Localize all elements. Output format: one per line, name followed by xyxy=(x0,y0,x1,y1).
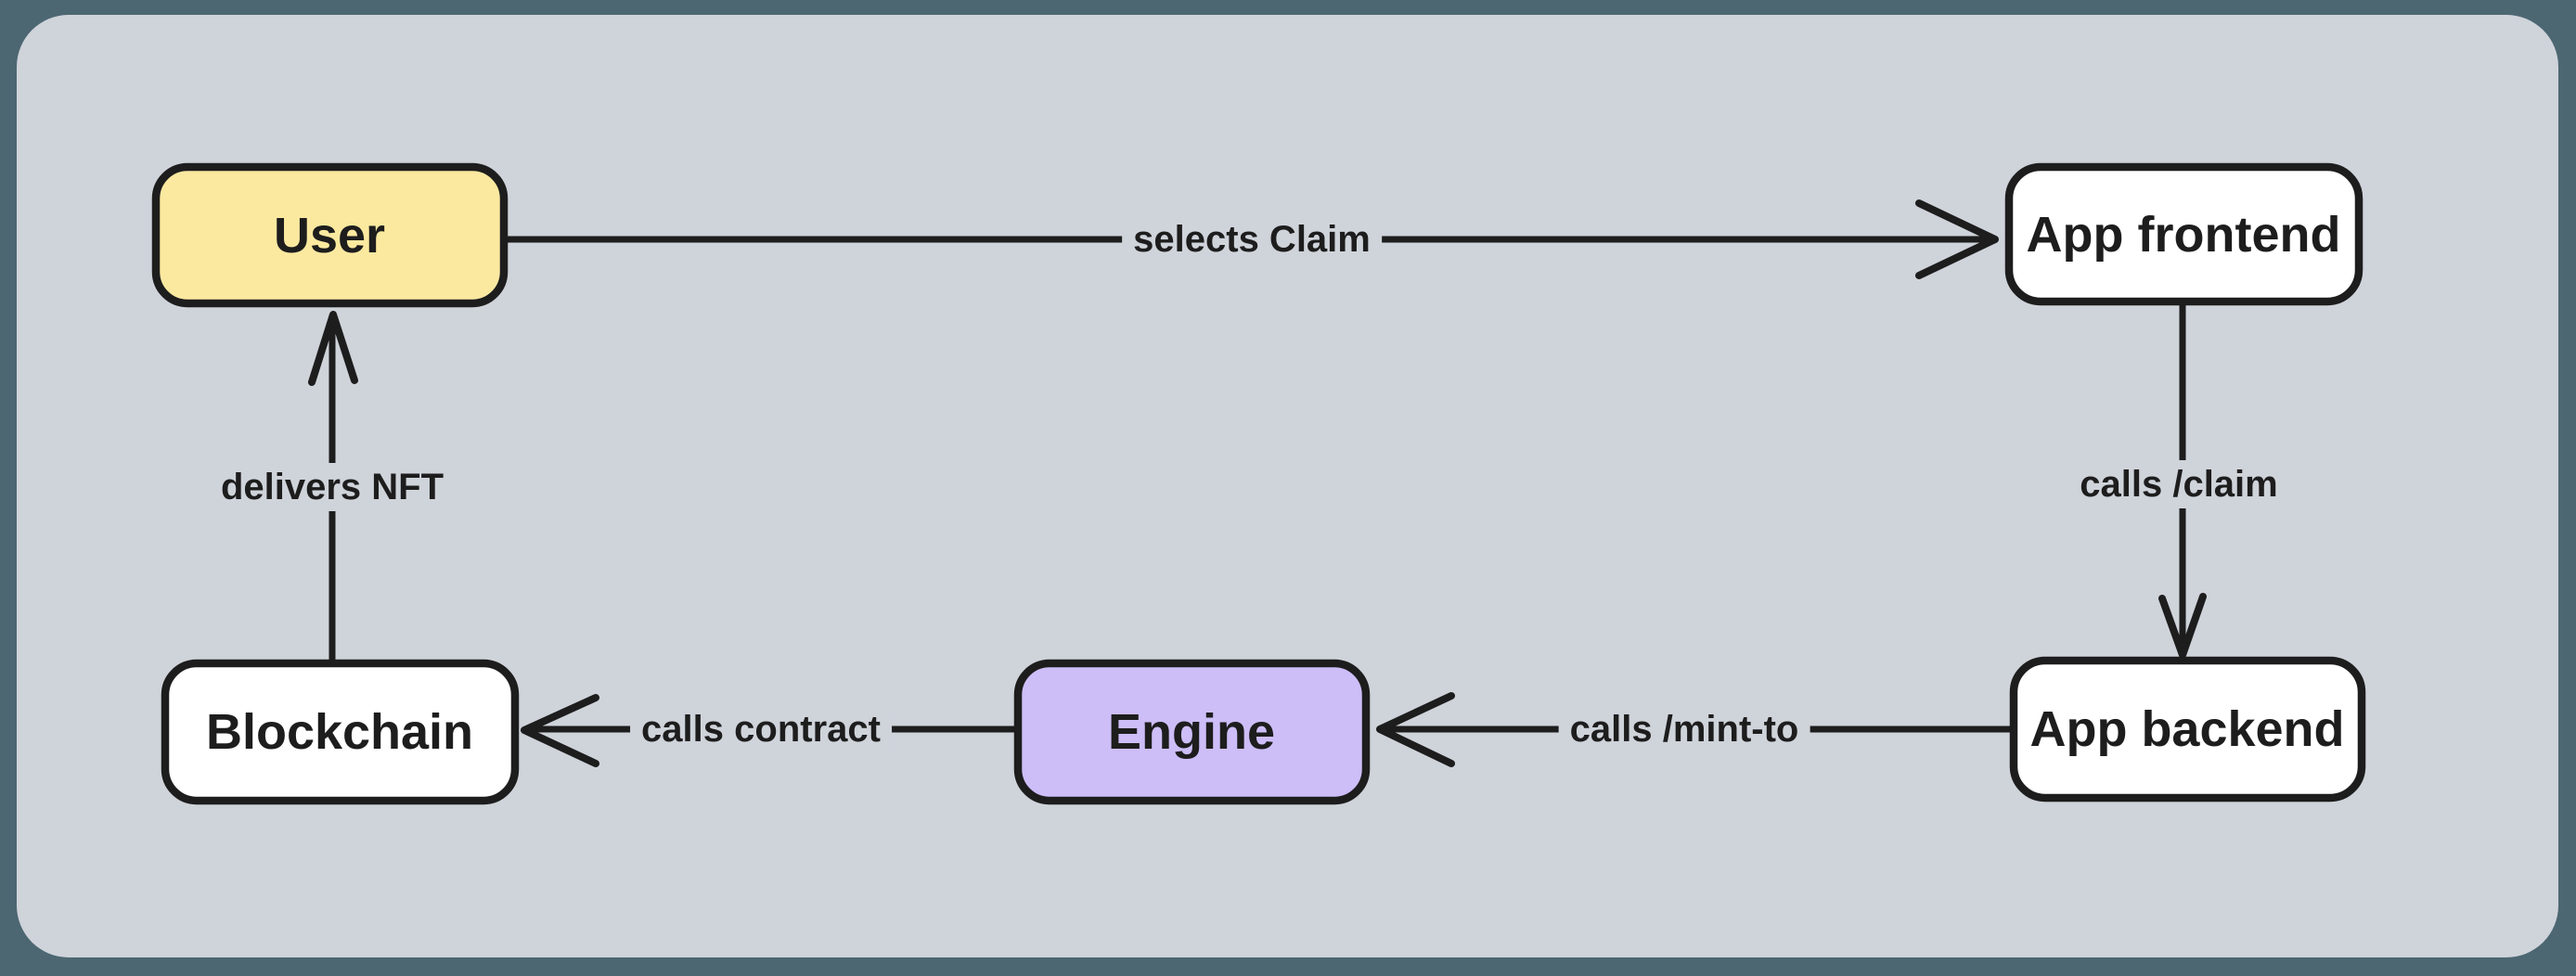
arrowhead-left-icon xyxy=(1376,692,1455,767)
node-blockchain-label: Blockchain xyxy=(205,704,474,760)
node-user xyxy=(151,162,509,308)
node-engine-label: Engine xyxy=(1107,704,1276,760)
arrowhead-down-icon xyxy=(2158,593,2207,659)
edge-selects-claim-label: selects Claim xyxy=(1122,215,1382,263)
arrowhead-up-icon xyxy=(308,311,358,386)
edge-delivers-nft-label: delivers NFT xyxy=(209,463,456,511)
node-user-label: User xyxy=(273,208,386,263)
arrowhead-right-icon xyxy=(1915,199,1999,279)
edge-calls-contract-label: calls contract xyxy=(630,705,892,753)
node-engine xyxy=(1013,659,1371,805)
arrowhead-left-icon xyxy=(521,694,599,767)
edge-calls-claim-label: calls /claim xyxy=(2068,460,2289,508)
edge-calls-mint-to-label: calls /mint-to xyxy=(1558,705,1810,753)
node-app-frontend xyxy=(2004,162,2363,306)
node-blockchain xyxy=(161,659,520,805)
node-app-backend-label: App backend xyxy=(2029,701,2345,757)
node-app-backend xyxy=(2009,656,2366,803)
node-app-frontend-label: App frontend xyxy=(2026,207,2341,263)
